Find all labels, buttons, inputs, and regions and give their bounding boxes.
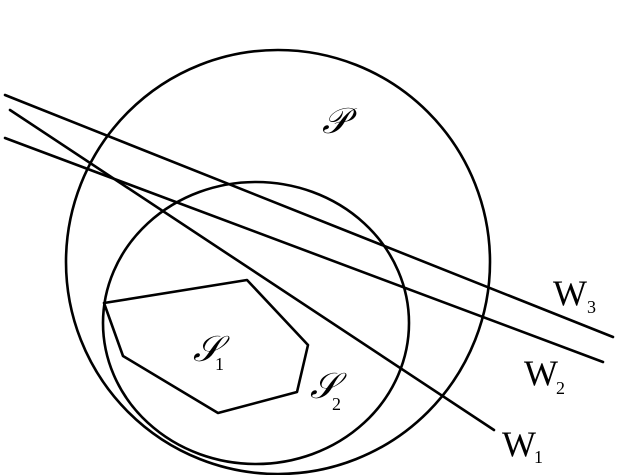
label-w3: W 3: [553, 273, 596, 317]
label-w1-subscript: 1: [534, 447, 543, 467]
line-w1: [8, 108, 496, 432]
line-w3: [3, 93, 615, 339]
label-s1-main: 𝒮: [193, 329, 230, 370]
inner-circle-s2: [101, 180, 411, 466]
label-w3-subscript: 3: [587, 297, 596, 317]
label-w2: W 2: [524, 353, 565, 398]
polygon-s1: [102, 278, 310, 415]
label-w3-main: W: [553, 273, 587, 313]
outer-circle-p: [64, 48, 492, 475]
label-s2-subscript: 2: [332, 394, 341, 414]
label-s1: 𝒮 1: [193, 329, 230, 374]
label-p: 𝒫: [322, 101, 358, 142]
label-s1-subscript: 1: [215, 354, 224, 374]
label-s2-main: 𝒮: [310, 366, 347, 407]
label-w1: W 1: [502, 424, 543, 467]
label-w2-main: W: [524, 353, 558, 393]
label-w1-main: W: [502, 424, 536, 464]
label-s2: 𝒮 2: [310, 366, 347, 414]
label-w2-subscript: 2: [556, 378, 565, 398]
line-w2: [3, 136, 605, 364]
